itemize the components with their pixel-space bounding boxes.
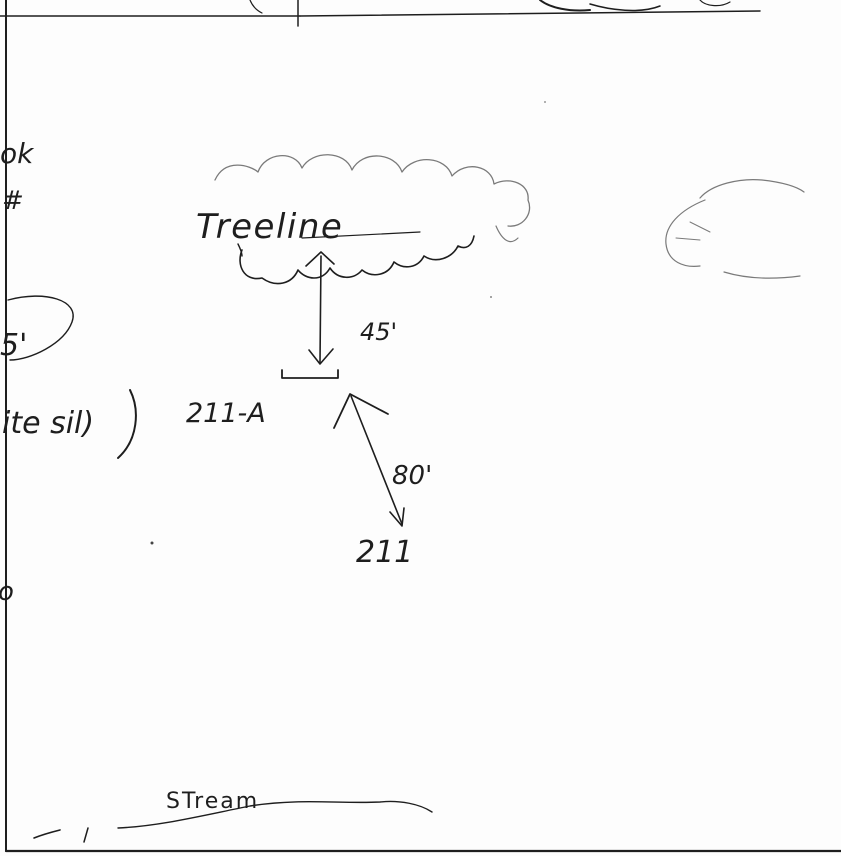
- treeline-distance-arrow: 45': [305, 251, 397, 365]
- treeline-distance-label: 45': [360, 318, 397, 346]
- treeline-label: Treeline: [196, 207, 343, 247]
- margin-note-3: 5': [0, 328, 27, 363]
- margin-note-1: ok: [0, 137, 35, 170]
- stream-line: [117, 800, 433, 829]
- treeline-cloud: Treeline: [196, 154, 531, 285]
- margin-note-5: o: [0, 577, 14, 607]
- margin-note-3-oval: [7, 295, 74, 361]
- point-distance-label: 80': [392, 461, 432, 491]
- treeline-cloud-top: [214, 154, 531, 227]
- margin-note-2: #: [2, 186, 24, 216]
- paper-specks: [150, 101, 546, 545]
- point-b-marker: 211: [356, 535, 413, 570]
- stream-feature: STream: [33, 789, 433, 843]
- margin-note-4: ite sil): [2, 406, 94, 441]
- treeline-underline: [301, 231, 421, 239]
- treeline-cloud-bottom: [239, 235, 475, 285]
- side-cloud: [665, 179, 805, 279]
- stream-label: STream: [166, 789, 259, 814]
- point-a-marker: 211-A: [186, 369, 339, 429]
- point-b-label: 211: [356, 535, 413, 570]
- point-distance-arrow: 80': [333, 393, 432, 527]
- margin-note-4-bracket: [117, 389, 137, 459]
- point-a-label: 211-A: [186, 398, 266, 429]
- left-margin-notes: ok # 5' ite sil) o: [0, 137, 137, 607]
